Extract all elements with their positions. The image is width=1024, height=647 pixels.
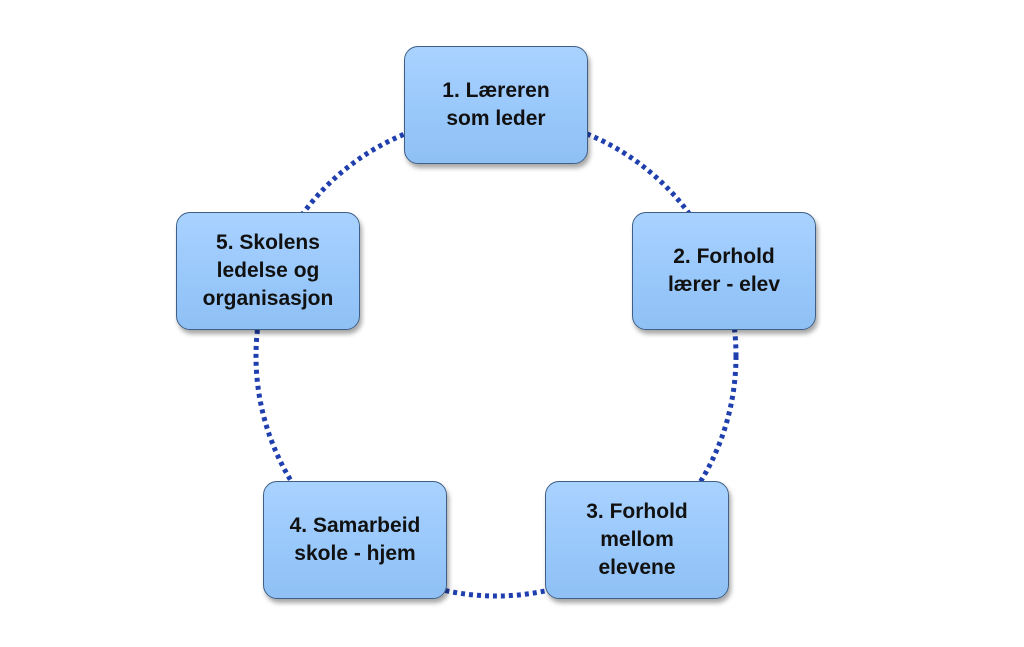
- node-1-laereren-som-leder: 1. Læreren som leder: [404, 46, 588, 164]
- node-4-samarbeid-skole-hjem: 4. Samarbeid skole - hjem: [263, 481, 447, 599]
- node-2-forhold-laerer-elev: 2. Forhold lærer - elev: [632, 212, 816, 330]
- node-3-label: 3. Forhold mellom elevene: [586, 500, 688, 579]
- node-1-label: 1. Læreren som leder: [442, 79, 550, 130]
- node-2-label: 2. Forhold lærer - elev: [667, 245, 781, 296]
- node-5-skolens-ledelse-og-organisasjon: 5. Skolens ledelse og organisasjon: [176, 212, 360, 330]
- node-5-label: 5. Skolens ledelse og organisasjon: [202, 231, 334, 310]
- node-4-label: 4. Samarbeid skole - hjem: [289, 514, 421, 565]
- node-3-forhold-mellom-elevene: 3. Forhold mellom elevene: [545, 481, 729, 599]
